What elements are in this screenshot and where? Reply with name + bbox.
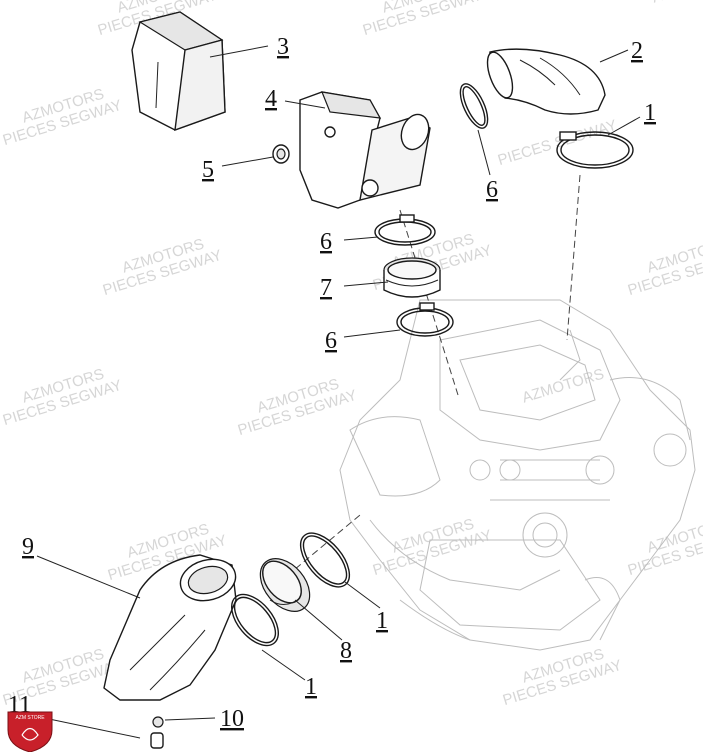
callout-1-top: 1 bbox=[644, 100, 656, 126]
callout-4: 4 bbox=[265, 86, 277, 112]
part-7-coupler bbox=[383, 257, 441, 298]
part-6-clamp-mid-lower bbox=[396, 302, 454, 337]
callout-3: 3 bbox=[277, 34, 289, 60]
watermark-line1: AZMOTORS bbox=[650, 0, 703, 7]
callout-8: 8 bbox=[340, 638, 352, 664]
part-6-clamp-mid-upper bbox=[374, 214, 436, 246]
engine-drawing bbox=[339, 299, 696, 651]
logo-text: AZM STORE bbox=[15, 715, 45, 721]
callout-6-mid-upper: 6 bbox=[320, 229, 332, 255]
azm-store-logo: AZM STORE bbox=[7, 711, 53, 752]
callout-5: 5 bbox=[202, 157, 214, 183]
part-10-bolt bbox=[150, 716, 164, 749]
callout-9: 9 bbox=[22, 534, 34, 560]
watermark-line2: PIECES SEGWAY bbox=[361, 0, 484, 39]
logo-swirl-icon bbox=[21, 727, 39, 741]
watermark-line2: PIECES SEGWAY bbox=[496, 117, 619, 169]
part-1-clamp-lower-left bbox=[231, 593, 279, 647]
part-4-airbox bbox=[299, 91, 431, 209]
callout-1-lower-left: 1 bbox=[305, 674, 317, 700]
part-3-cover bbox=[131, 11, 226, 132]
part-2-duct bbox=[486, 48, 606, 115]
part-9-lower-duct bbox=[103, 554, 237, 701]
part-1-clamp-lower-right bbox=[299, 532, 351, 588]
callout-10: 10 bbox=[220, 706, 244, 732]
callout-7: 7 bbox=[320, 275, 332, 301]
part-8-lower-coupler bbox=[259, 558, 311, 612]
assembly-lines bbox=[269, 174, 581, 591]
part-6-clamp-top bbox=[459, 83, 489, 129]
callout-6-top: 6 bbox=[486, 177, 498, 203]
callout-2: 2 bbox=[631, 38, 643, 64]
part-1-clamp-top bbox=[556, 131, 634, 169]
callout-1-lower-right: 1 bbox=[376, 608, 388, 634]
callout-6-mid-lower: 6 bbox=[325, 328, 337, 354]
part-5-grommet bbox=[272, 144, 290, 164]
